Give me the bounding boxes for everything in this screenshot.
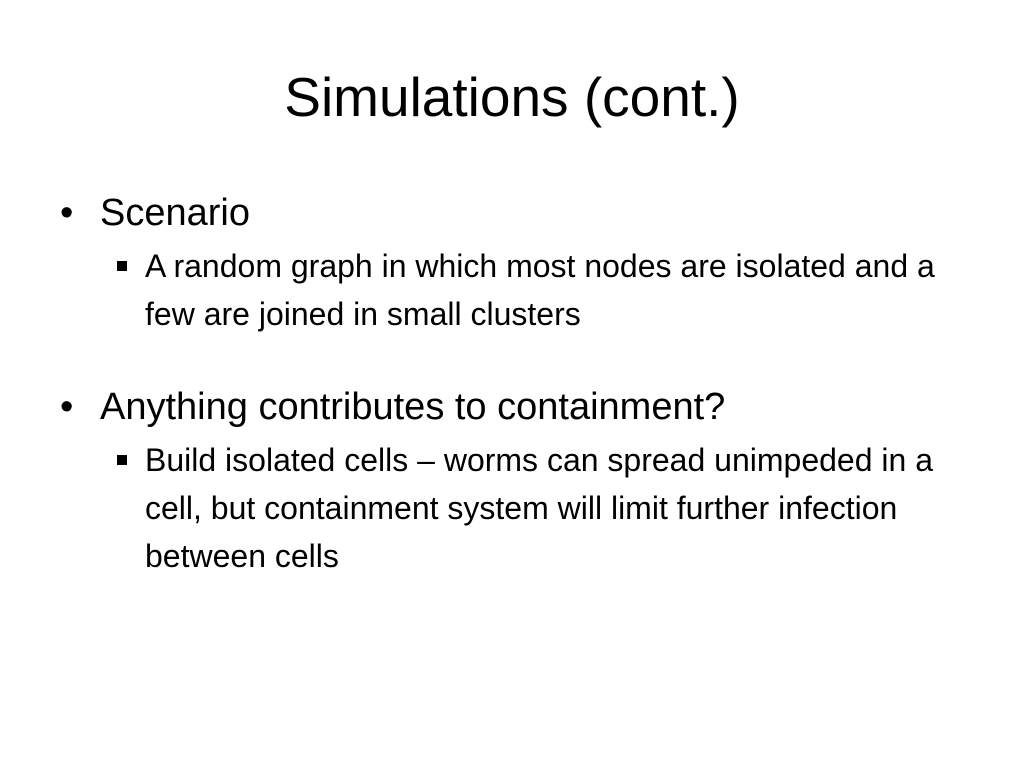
sub-bullet-item: A random graph in which most nodes are i… <box>117 242 980 338</box>
sub-bullet-text: A random graph in which most nodes are i… <box>145 248 935 332</box>
sub-list-containment: Build isolated cells – worms can spread … <box>60 436 980 580</box>
bullet-marker: • <box>60 386 74 428</box>
slide-title: Simulations (cont.) <box>284 66 740 128</box>
slide-body: • Scenario A random graph in which most … <box>60 188 980 580</box>
bullet-text: Anything contributes to containment? <box>100 386 726 428</box>
sub-bullet-text: Build isolated cells – worms can spread … <box>145 442 933 574</box>
sub-list-scenario: A random graph in which most nodes are i… <box>60 242 980 338</box>
square-bullet-icon <box>117 261 127 271</box>
spacer <box>60 338 980 382</box>
bullet-marker: • <box>60 192 74 234</box>
sub-bullet-item: Build isolated cells – worms can spread … <box>117 436 980 580</box>
bullet-item-containment: • Anything contributes to containment? <box>60 382 980 432</box>
bullet-text: Scenario <box>100 192 250 234</box>
square-bullet-icon <box>117 455 127 465</box>
bullet-item-scenario: • Scenario <box>60 188 980 238</box>
